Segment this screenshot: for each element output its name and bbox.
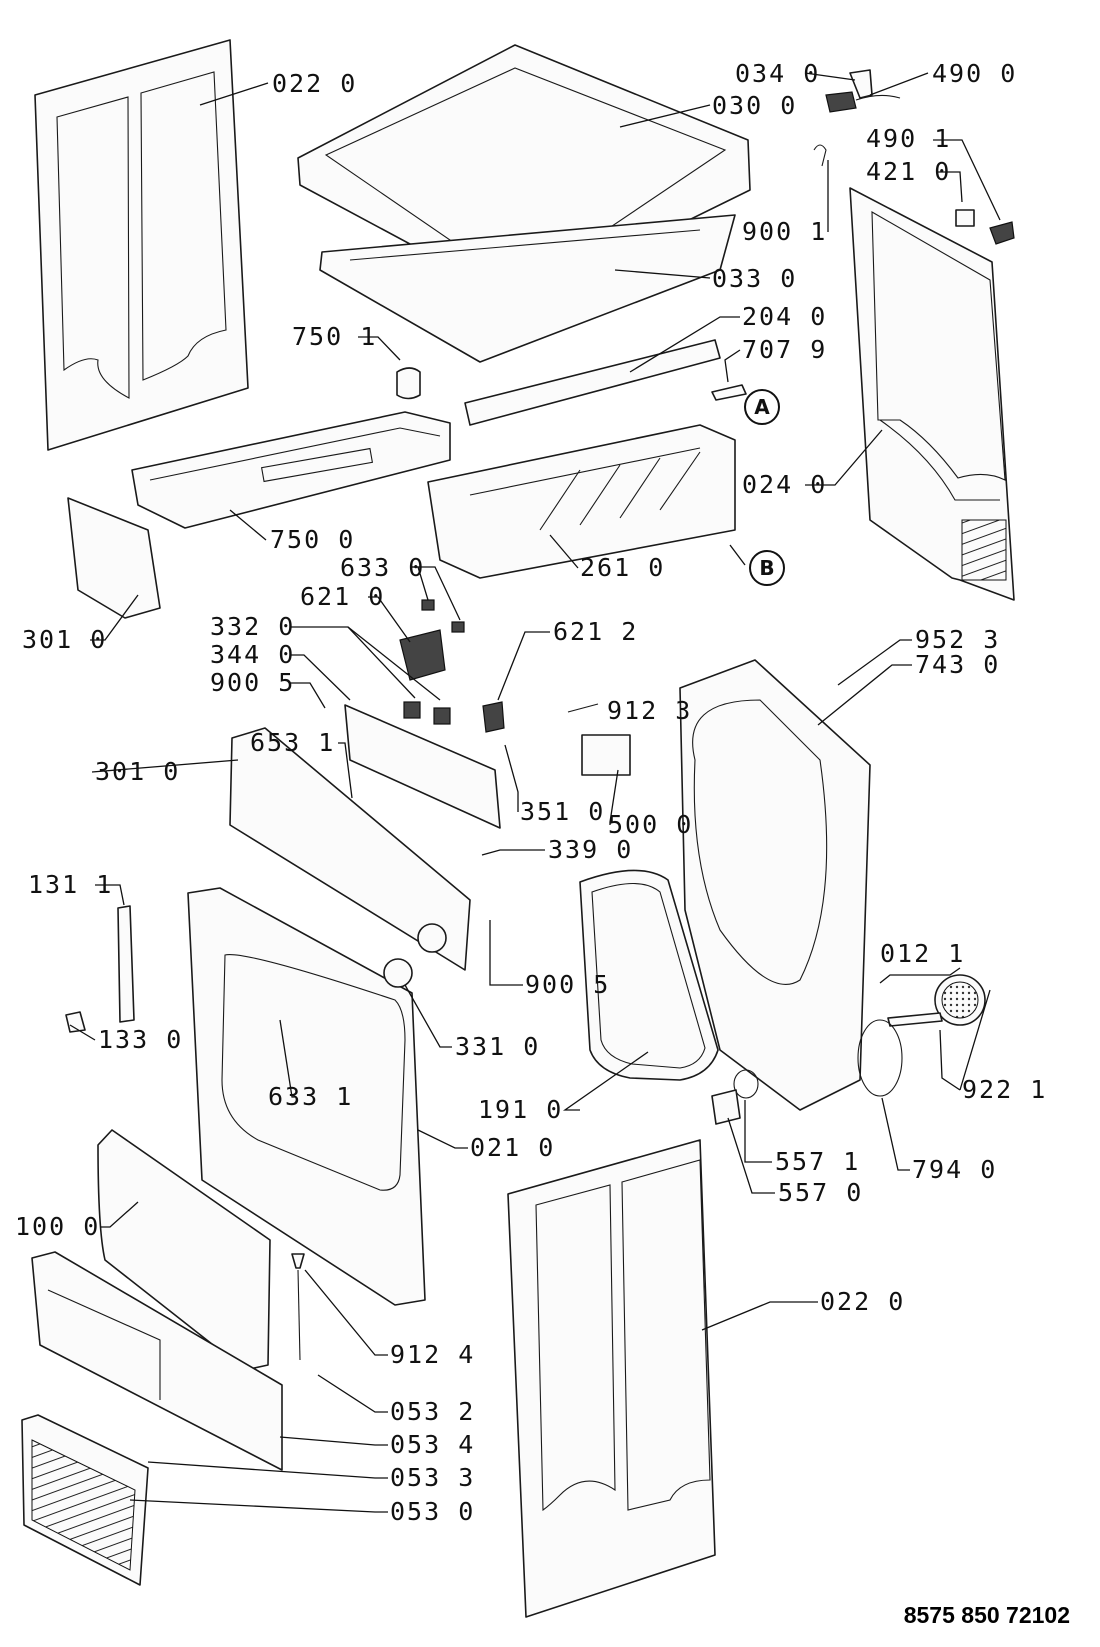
label-707-9: 707 9 (742, 335, 827, 364)
label-191-0: 191 0 (478, 1095, 563, 1124)
seal-ring-794 (857, 1019, 903, 1097)
plinth-grill-053 (21, 1414, 149, 1586)
label-490-1: 490 1 (866, 124, 951, 153)
hinge-clip-034 (849, 69, 873, 99)
label-053-3: 053 3 (390, 1463, 475, 1492)
side-panel-left (34, 39, 249, 451)
label-344-0: 344 0 (210, 640, 295, 669)
callout-a: A (744, 389, 780, 425)
label-922-1: 922 1 (962, 1075, 1047, 1104)
label-633-1: 633 1 (268, 1082, 353, 1111)
label-421-0: 421 0 (866, 157, 951, 186)
label-053-4: 053 4 (390, 1430, 475, 1459)
filter-housing-750 (131, 411, 451, 529)
label-794-0: 794 0 (912, 1155, 997, 1184)
label-301-0-lower: 301 0 (95, 757, 180, 786)
label-500-0: 500 0 (608, 810, 693, 839)
label-339-0: 339 0 (548, 835, 633, 864)
seal-ring-557 (711, 1069, 759, 1125)
label-900-1: 900 1 (742, 217, 827, 246)
label-900-5-lower: 900 5 (525, 970, 610, 999)
label-912-3: 912 3 (607, 696, 692, 725)
label-022-0-right: 022 0 (820, 1287, 905, 1316)
label-301-0-upper: 301 0 (22, 625, 107, 654)
callout-b: B (749, 550, 785, 586)
knob-331 (383, 958, 413, 988)
label-012-1: 012 1 (880, 939, 965, 968)
label-750-1: 750 1 (292, 322, 377, 351)
label-033-0: 033 0 (712, 264, 797, 293)
top-cover-bracket (319, 214, 736, 363)
door-100 (97, 1129, 271, 1371)
label-621-0: 621 0 (300, 582, 385, 611)
door-catch-133 (65, 1011, 86, 1033)
document-number: 8575 850 72102 (903, 1602, 1070, 1628)
label-912-4: 912 4 (390, 1340, 475, 1369)
label-633-0: 633 0 (340, 553, 425, 582)
label-750-0: 750 0 (270, 525, 355, 554)
label-331-0: 331 0 (455, 1032, 540, 1061)
front-panel-021 (187, 887, 426, 1306)
control-pcb-344 (344, 704, 501, 829)
label-351-0: 351 0 (520, 797, 605, 826)
plug-490-1 (989, 221, 1015, 245)
condenser-261 (427, 424, 736, 579)
door-seal-strip-204 (464, 339, 721, 426)
filter-cup-750-1 (396, 367, 421, 400)
label-204-0: 204 0 (742, 302, 827, 331)
control-panel-301 (229, 727, 471, 971)
label-024-0: 024 0 (742, 470, 827, 499)
door-hook-131 (117, 905, 135, 1023)
label-030-0: 030 0 (712, 91, 797, 120)
label-332-0: 332 0 (210, 612, 295, 641)
label-133-0: 133 0 (98, 1025, 183, 1054)
label-100-0: 100 0 (15, 1212, 100, 1241)
label-261-0: 261 0 (580, 553, 665, 582)
fascia-left-301 (67, 497, 161, 619)
label-490-0: 490 0 (932, 59, 1017, 88)
plinth-053-4 (31, 1251, 283, 1471)
callout-a-text: A (754, 395, 770, 419)
label-053-0: 053 0 (390, 1497, 475, 1526)
duct-707 (711, 384, 747, 401)
drum-rear-743 (679, 659, 871, 1111)
callout-b-text: B (759, 556, 774, 580)
side-panel-right (507, 1139, 716, 1618)
label-621-2: 621 2 (553, 617, 638, 646)
label-131-1: 131 1 (28, 870, 113, 899)
label-021-0: 021 0 (470, 1133, 555, 1162)
power-cord-490 (825, 91, 901, 113)
screw-912-4 (291, 1253, 305, 1361)
label-743-0: 743 0 (915, 650, 1000, 679)
cable-clip-900-1 (813, 144, 827, 167)
label-053-2: 053 2 (390, 1397, 475, 1426)
leader-lines (69, 72, 1001, 1513)
label-557-0: 557 0 (778, 1178, 863, 1207)
part-labels: 022 0 030 0 034 0 490 0 490 1 421 0 900 … (15, 59, 1047, 1526)
rear-panel (849, 187, 1015, 601)
blower-012 (887, 974, 986, 1027)
label-952-3: 952 3 (915, 625, 1000, 654)
timer-500 (567, 703, 631, 776)
label-022-0-left: 022 0 (272, 69, 357, 98)
label-557-1: 557 1 (775, 1147, 860, 1176)
label-900-5-upper: 900 5 (210, 668, 295, 697)
drum-gasket-191 (579, 869, 719, 1081)
control-switch-assembly (399, 599, 505, 733)
label-034-0: 034 0 (735, 59, 820, 88)
label-653-1: 653 1 (250, 728, 335, 757)
connector-421 (955, 209, 975, 227)
